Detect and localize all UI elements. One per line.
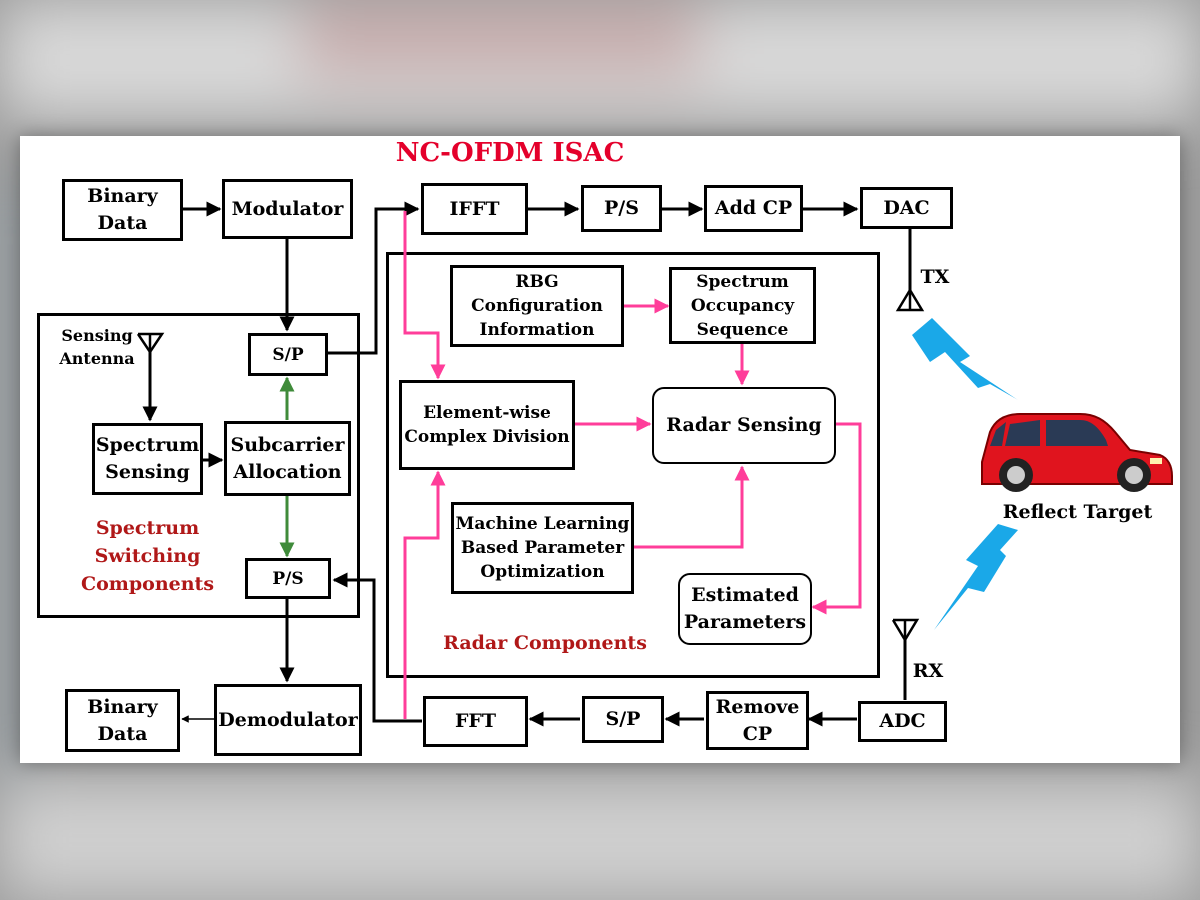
rbg-config-block: RBG Configuration Information xyxy=(450,265,624,347)
binary-data-rx-block: Binary Data xyxy=(65,689,180,752)
dac-block: DAC xyxy=(860,187,953,229)
tx-antenna-icon xyxy=(895,287,925,312)
spectrum-sensing-block: Spectrum Sensing xyxy=(92,423,203,495)
spectrum-switching-region xyxy=(37,313,360,618)
ps-tx-block: P/S xyxy=(581,185,662,232)
spectrum-switching-label: Spectrum Switching Components xyxy=(80,517,215,595)
sensing-antenna-label: Sensing Antenna xyxy=(59,326,135,368)
wireless-wave-icons xyxy=(912,318,1018,630)
element-wise-division-block: Element-wise Complex Division xyxy=(399,380,575,470)
black-signal-lines xyxy=(142,201,912,727)
arrow-ml-to-radar xyxy=(634,465,750,549)
sensing-antenna-icon xyxy=(136,332,165,355)
spectrum-occupancy-block: Spectrum Occupancy Sequence xyxy=(669,267,816,344)
estimated-parameters-block: Estimated Parameters xyxy=(678,573,812,645)
tx-lightning-icon xyxy=(912,318,1018,400)
ifft-block: IFFT xyxy=(421,183,528,235)
car-icon xyxy=(981,413,1173,492)
sp-tx-block: S/P xyxy=(248,333,328,376)
arrow-fft-tap-to-division xyxy=(403,470,446,719)
binary-data-tx-block: Binary Data xyxy=(62,179,183,241)
adc-block: ADC xyxy=(858,701,947,742)
pink-radar-lines xyxy=(403,211,862,719)
radar-components-region xyxy=(386,252,880,678)
subcarrier-allocation-block: Subcarrier Allocation xyxy=(224,421,351,496)
tx-label: TX xyxy=(920,266,950,288)
fft-block: FFT xyxy=(423,696,528,747)
reflect-target-label: Reflect Target xyxy=(1002,501,1153,523)
remove-cp-block: Remove CP xyxy=(706,691,809,750)
rx-label: RX xyxy=(912,660,944,682)
ml-optimization-block: Machine Learning Based Parameter Optimiz… xyxy=(451,502,634,594)
arrow-radar-to-estimated xyxy=(811,422,862,615)
arrow-sp-to-ifft xyxy=(328,201,420,355)
add-cp-block: Add CP xyxy=(704,185,803,232)
arrow-ifft-tap-to-division xyxy=(403,211,446,380)
rx-antenna-icon xyxy=(891,618,920,643)
rx-lightning-icon xyxy=(934,524,1018,630)
antennas xyxy=(136,287,925,643)
ps-rx-block: P/S xyxy=(245,558,331,599)
sp-rx-block: S/P xyxy=(582,696,664,743)
radar-components-label: Radar Components xyxy=(443,632,647,654)
arrow-fft-to-ps xyxy=(332,572,422,723)
diagram-title: NC-OFDM ISAC xyxy=(395,138,625,168)
modulator-block: Modulator xyxy=(222,179,353,239)
radar-sensing-block: Radar Sensing xyxy=(652,387,836,464)
demodulator-block: Demodulator xyxy=(214,684,362,756)
